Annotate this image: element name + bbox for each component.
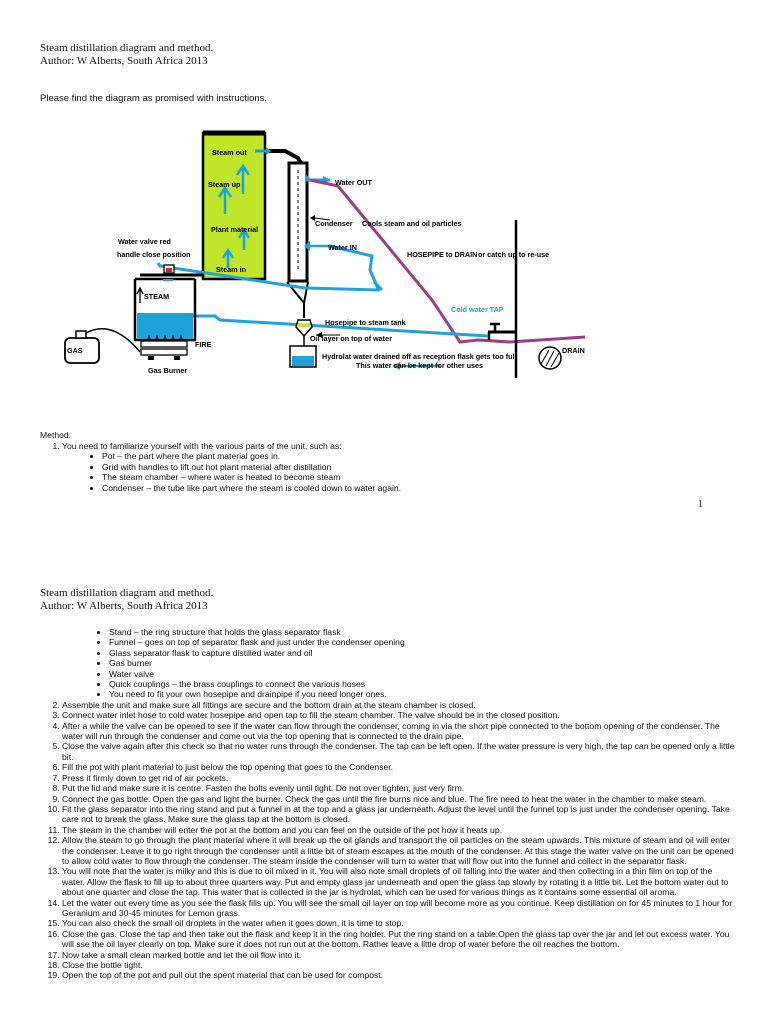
label-fire: FIRE xyxy=(195,340,212,349)
method-step-list: You need to familiarize yourself with th… xyxy=(40,441,730,494)
step-item: Connect water inlet hose to cold water h… xyxy=(62,710,735,720)
step-item: Fill the pot with plant material to just… xyxy=(62,762,735,772)
step-item: Close the valve again after this check s… xyxy=(62,741,735,762)
part-item: You need to fit your own hosepipe and dr… xyxy=(109,689,735,699)
steam-up-arrow-2 xyxy=(217,185,233,214)
steam-in-arrow xyxy=(221,247,235,268)
part-item: Grid with handles to lift out hot plant … xyxy=(102,462,730,473)
label-kept: This water can be kept for other uses xyxy=(356,361,483,370)
step-item: Close the bottle tight. xyxy=(62,960,735,970)
burner-grid xyxy=(140,340,188,348)
distillation-diagram: Steam out Steam up Plant material Steam … xyxy=(64,130,586,378)
label-hydrolat: Hydrolat water drained off as reception … xyxy=(322,352,517,361)
label-condenser-desc: Cools steam and oil particles xyxy=(362,219,461,228)
intro-text: Please find the diagram as promised with… xyxy=(40,93,268,104)
step-item: Connect the gas bottle. Open the gas and… xyxy=(62,794,735,804)
step-item: After a while the valve can be opened to… xyxy=(62,721,735,742)
steam-up-arrow-3 xyxy=(237,227,251,250)
parts-list-page2: Stand – the ring structure that holds th… xyxy=(40,627,735,700)
page-number: 1 xyxy=(698,499,703,510)
step-item: Press it firmly down to get rid of air p… xyxy=(62,773,735,783)
part-item: Pot – the part where the plant material … xyxy=(102,451,730,462)
plant-pot xyxy=(201,131,267,281)
method-heading: Method: xyxy=(40,430,72,440)
label-plant-material: Plant material xyxy=(211,225,258,234)
part-item: Funnel – goes on top of separator flask … xyxy=(109,637,735,647)
label-steam-out: Steam out xyxy=(212,148,247,157)
step-item: Assemble the unit and make sure all fitt… xyxy=(62,700,735,710)
label-cold-water-tap: Cold water TAP xyxy=(451,305,504,314)
label-water-valve: Water valve red xyxy=(118,237,171,246)
step-item: The steam in the chamber will enter the … xyxy=(62,825,735,835)
part-item: Stand – the ring structure that holds th… xyxy=(109,627,735,637)
label-hosepipe-drain: HOSEPIPE to DRAIN xyxy=(407,250,477,259)
parts-list-page1: Pot – the part where the plant material … xyxy=(62,451,730,493)
condenser-tube xyxy=(287,161,309,283)
label-steam-up: Steam up xyxy=(208,180,241,189)
method-section: Method: You need to familiarize yourself… xyxy=(40,430,730,494)
cold-water-tap-icon xyxy=(487,322,500,340)
label-water-in: Water IN xyxy=(328,243,357,252)
page2-header-author: Author: W Alberts, South Africa 2013 xyxy=(40,600,208,612)
part-item: Condenser – the tube like part where the… xyxy=(102,483,730,494)
step-item: Close the gas. Close the tap and then ta… xyxy=(62,929,735,950)
label-water-valve-2: handle close position xyxy=(117,250,190,259)
label-water-out: Water OUT xyxy=(335,178,372,187)
steam-chamber xyxy=(133,279,197,342)
part-item: Gas burner xyxy=(109,658,735,668)
hosepipe-to-steam-tank xyxy=(190,314,489,338)
label-steam-in: Steam in xyxy=(216,265,246,274)
part-item: Glass separator flask to capture distill… xyxy=(109,648,735,658)
label-steam: STEAM xyxy=(144,292,169,301)
label-condenser: Condenser xyxy=(315,219,353,228)
label-gas: GAS xyxy=(67,346,83,355)
part-item: Water valve xyxy=(109,669,735,679)
page1-header-title: Steam distillation diagram and method. xyxy=(40,42,214,54)
steps-list: Assemble the unit and make sure all fitt… xyxy=(40,700,735,981)
page1-header-author: Author: W Alberts, South Africa 2013 xyxy=(40,55,208,67)
step-item: Let the water out every time as you see … xyxy=(62,898,735,919)
step-item: Open the top of the pot and pull out the… xyxy=(62,970,735,980)
label-hosepipe-tank: Hosepipe to steam tank xyxy=(325,318,406,327)
drain-hose xyxy=(309,178,586,344)
water-in-hose xyxy=(156,244,380,292)
step-item: Fit the glass separator into the ring st… xyxy=(62,804,735,825)
part-item: The steam chamber – where water is heate… xyxy=(102,472,730,483)
page2-header-title: Steam distillation diagram and method. xyxy=(40,587,214,599)
step-item: Put the lid and make sure it is centre. … xyxy=(62,783,735,793)
method-continued: Stand – the ring structure that holds th… xyxy=(40,627,735,981)
step-item: You can also check the small oil droplet… xyxy=(62,918,735,928)
label-gas-burner: Gas Burner xyxy=(148,366,187,375)
part-item: Quick couplings – the brass couplings to… xyxy=(109,679,735,689)
step-item: You will note that the water is milky an… xyxy=(62,866,735,897)
label-drain: DRAIN xyxy=(562,346,585,355)
label-catch-up: or catch up to re-use xyxy=(478,250,549,259)
method-step-1: You need to familiarize yourself with th… xyxy=(62,441,730,494)
steam-up-arrow-1 xyxy=(235,163,251,194)
step-item: Now take a small clean marked bottle and… xyxy=(62,950,735,960)
label-water: WATER xyxy=(150,318,176,327)
label-oil-layer: Oil layer on top of water xyxy=(310,334,392,343)
step-item: Allow the steam to go through the plant … xyxy=(62,835,735,866)
